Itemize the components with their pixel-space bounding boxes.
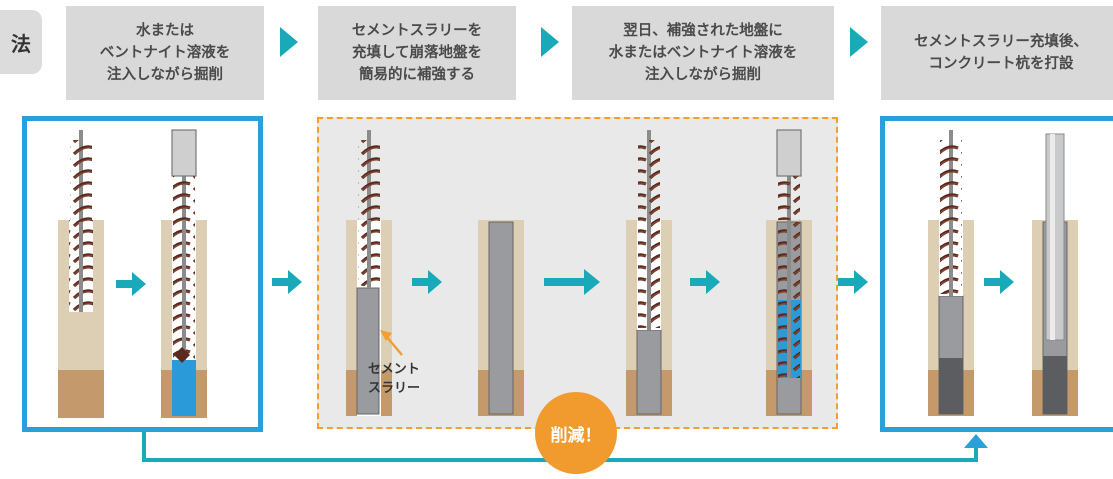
borehole-2c [626,130,672,416]
method-tag: 法 [0,10,42,74]
step-label-4: セメントスラリー充填後、 コンクリート杭を打設 [881,6,1113,100]
step-arrow-2 [541,27,559,57]
borehole-1a [58,130,104,418]
step-arrow-1 [280,27,298,57]
panel-reduced-steps [317,117,838,429]
step-label-1: 水または ベントナイト溶液を 注入しながら掘削 [66,6,264,100]
step-arrow-3 [850,27,868,57]
borehole-2b [478,220,524,416]
borehole-4a [928,130,974,416]
step-label-3: 翌日、補強された地盤に 水またはベントナイト溶液を 注入しながら掘削 [572,6,834,100]
reduction-badge: 削減！ [535,392,617,474]
borehole-4b [1032,133,1078,416]
step-label-2: セメントスラリーを 充填して崩落地盤を 簡易的に補強する [318,6,516,100]
borehole-2d [766,129,812,416]
slurry-annotation: セメント スラリー [368,362,421,396]
borehole-2a [346,130,392,416]
borehole-1b [161,129,207,418]
